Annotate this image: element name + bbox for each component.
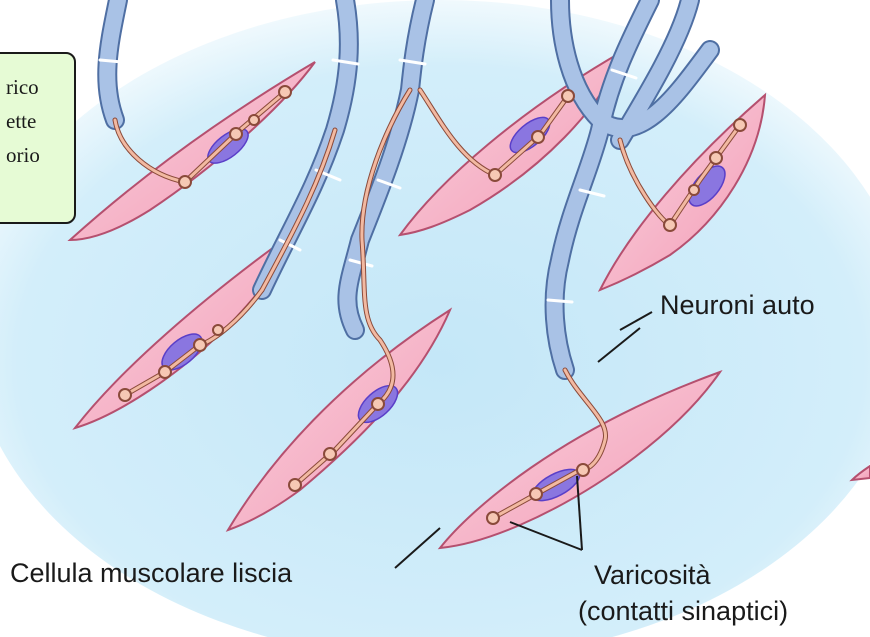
note-line-2: ette	[6, 109, 36, 134]
label-varicosity: Varicosità	[594, 560, 711, 591]
label-autonomic-neurons: Neuroni auto	[660, 290, 815, 321]
note-line-1: rico	[6, 75, 39, 100]
label-synaptic-contacts: (contatti sinaptici)	[578, 596, 788, 627]
label-smooth-muscle-cell: Cellula muscolare liscia	[10, 558, 292, 589]
note-line-3: orio	[6, 143, 40, 168]
